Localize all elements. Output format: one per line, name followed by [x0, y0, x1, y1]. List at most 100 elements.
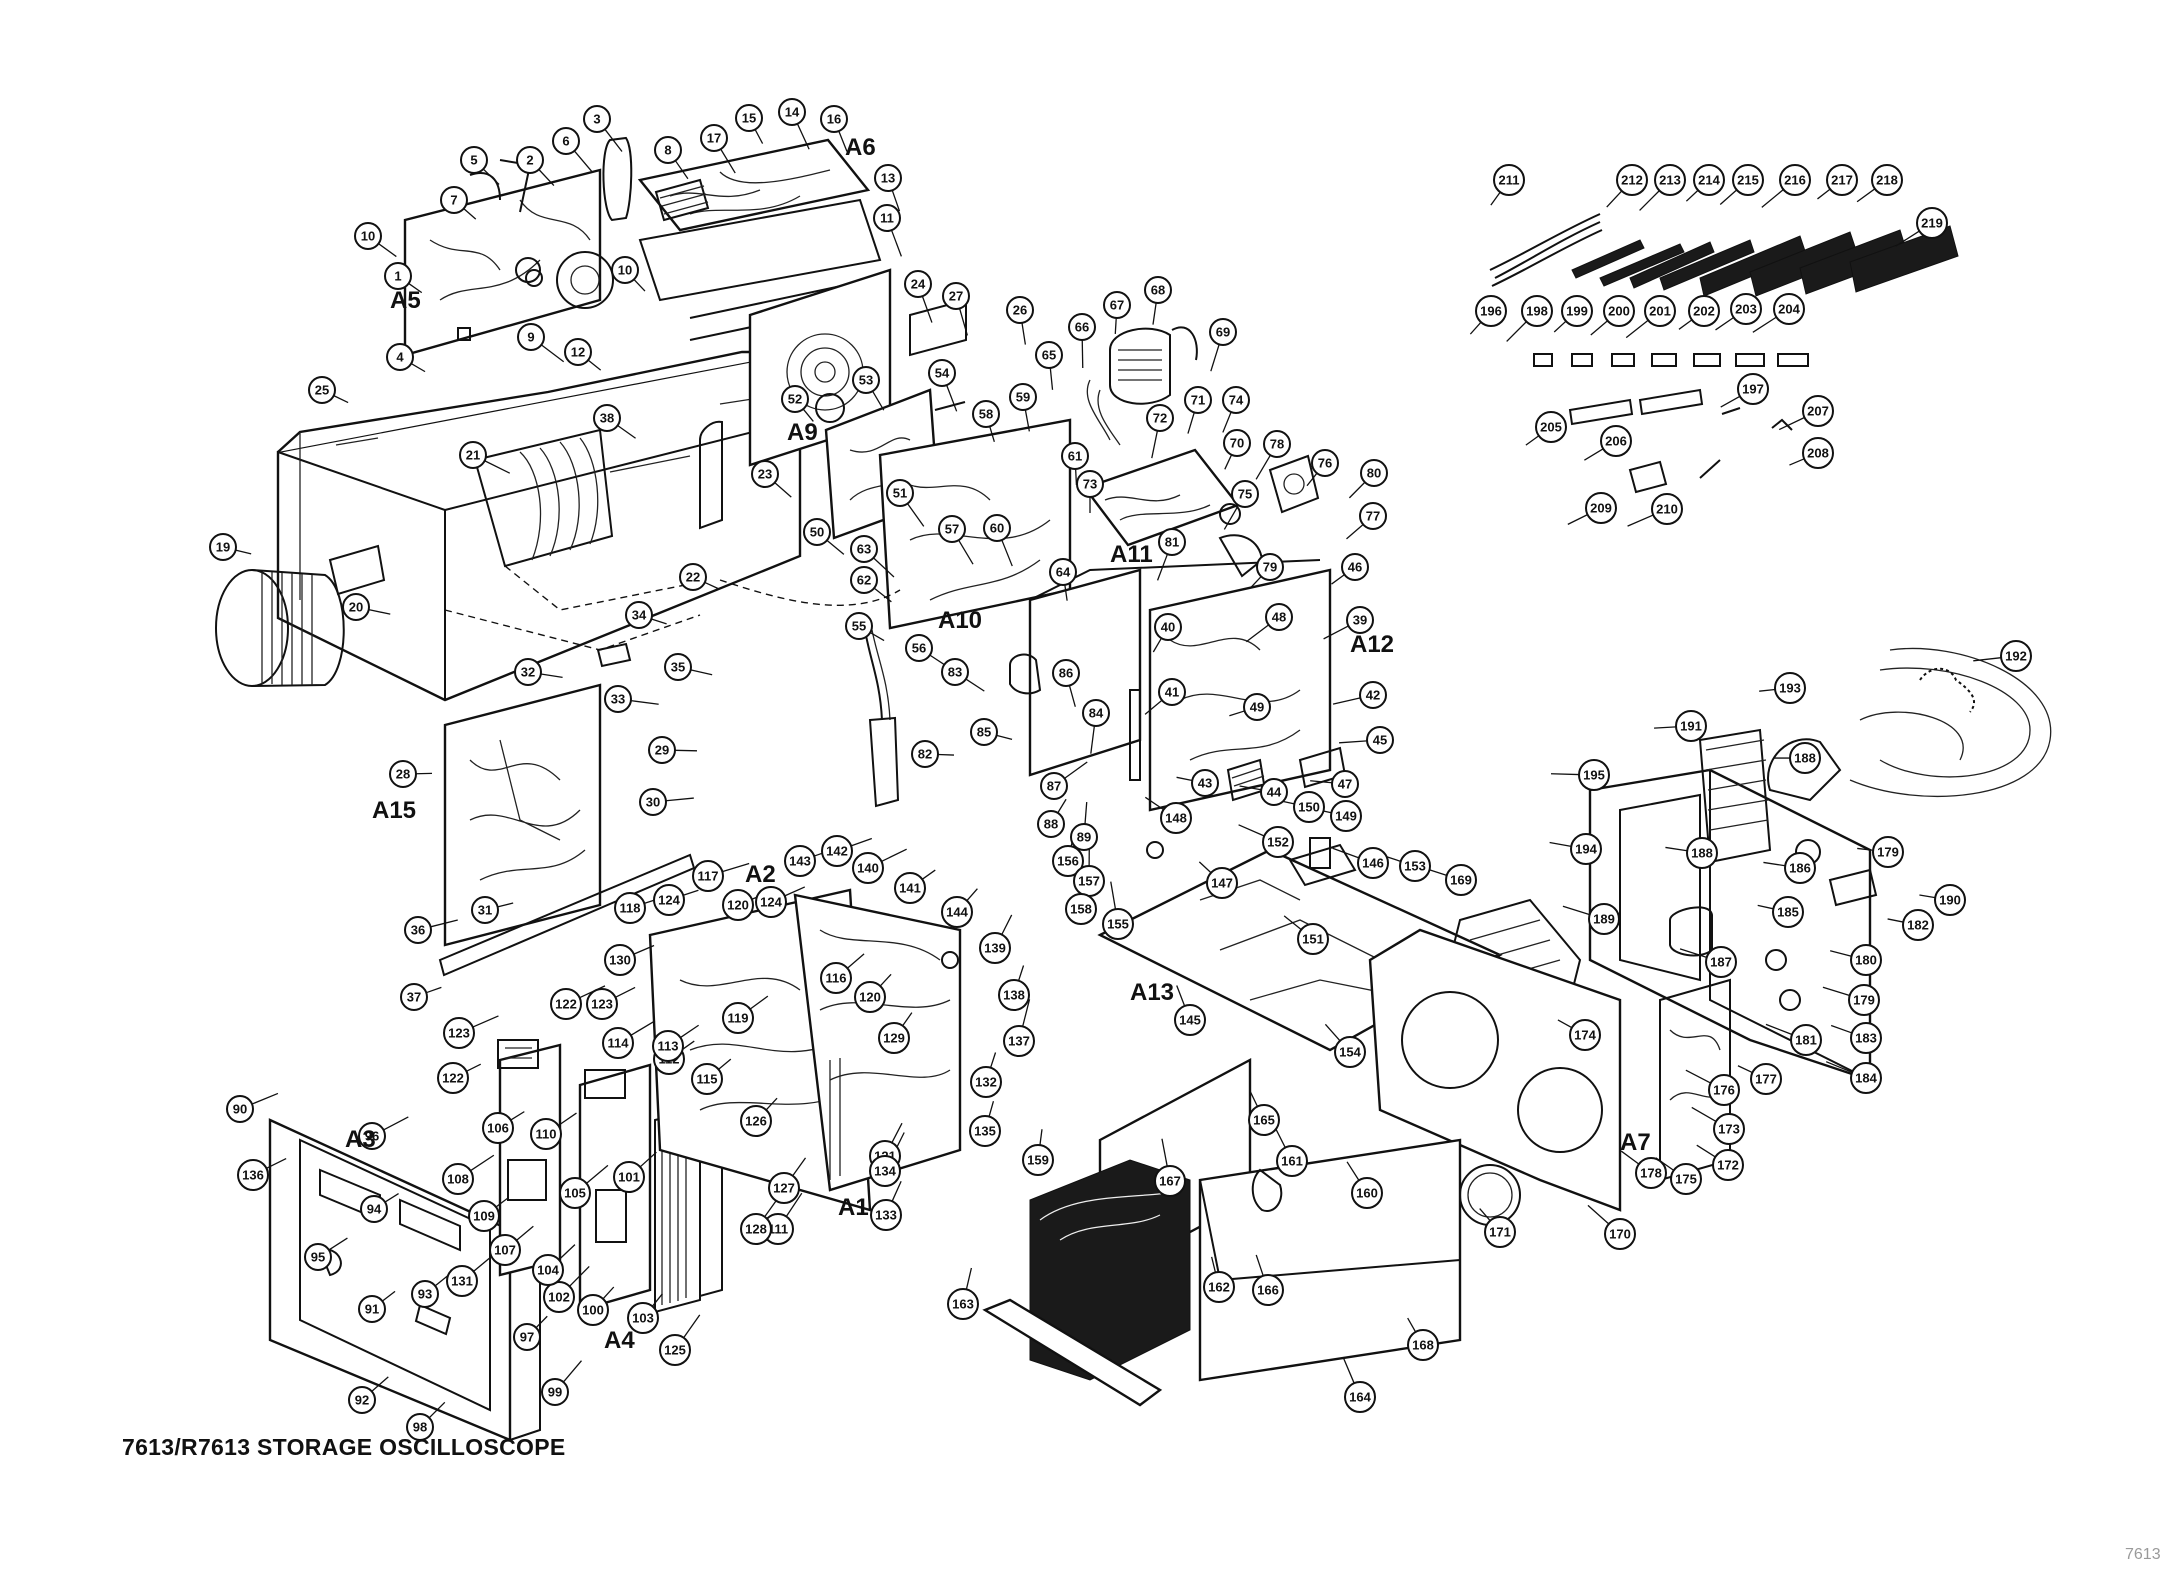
callout-bubble	[852, 852, 884, 884]
leader-line	[1778, 416, 1805, 431]
callout-101: 101	[613, 1161, 645, 1193]
callout-bubble	[489, 1234, 521, 1266]
leader-line	[1857, 847, 1874, 851]
callout-bubble	[1670, 1163, 1702, 1195]
assembly-label-a4: A4	[604, 1327, 635, 1354]
callout-number: 1	[394, 269, 401, 284]
leader-line	[1144, 796, 1164, 811]
callout-bubble	[1191, 769, 1219, 797]
callout-number: 190	[1939, 893, 1961, 908]
callout-bubble	[513, 1323, 541, 1351]
callout-104: 104	[532, 1254, 564, 1286]
leader-line	[1021, 322, 1027, 345]
callout-number: 106	[487, 1121, 509, 1136]
callout-135: 135	[969, 1115, 1001, 1147]
leader-line	[1719, 189, 1738, 205]
leader-line	[1691, 1106, 1717, 1123]
callout-number: 72	[1153, 411, 1167, 426]
callout-number: 131	[451, 1274, 473, 1289]
callout-129: 129	[878, 1022, 910, 1054]
callout-bubble	[1521, 295, 1553, 327]
leader-line	[1553, 320, 1567, 333]
callout-number: 206	[1605, 434, 1627, 449]
callout-52: 52	[781, 385, 809, 413]
callout-41: 41	[1158, 678, 1186, 706]
callout-number: 192	[2005, 649, 2027, 664]
callout-bubble	[659, 1334, 691, 1366]
callout-132: 132	[970, 1066, 1002, 1098]
callout-89: 89	[1070, 823, 1098, 851]
callout-bubble	[1070, 823, 1098, 851]
callout-number: 88	[1044, 817, 1058, 832]
leader-line	[683, 889, 699, 896]
callout-bubble	[625, 601, 653, 629]
callout-bubble	[820, 962, 852, 994]
callout-143: 143	[784, 845, 816, 877]
callout-number: 68	[1151, 283, 1165, 298]
callout-122: 122	[550, 988, 582, 1020]
callout-167: 167	[1154, 1165, 1186, 1197]
callout-number: 156	[1057, 854, 1079, 869]
leader-line	[958, 539, 974, 565]
callout-number: 2	[526, 153, 533, 168]
callout-number: 116	[826, 971, 847, 986]
callout-number: 85	[977, 725, 991, 740]
callout-bubble	[1934, 884, 1966, 916]
assembly-label-a7: A7	[1620, 1129, 1651, 1156]
leader-line	[1715, 316, 1735, 331]
callout-188: 188	[1686, 837, 1718, 869]
leader-line	[378, 243, 397, 258]
callout-bubble	[1248, 1104, 1280, 1136]
leader-line	[1765, 1023, 1793, 1036]
callout-95: 95	[304, 1243, 332, 1271]
callout-bubble	[904, 270, 932, 298]
callout-number: 92	[355, 1393, 369, 1408]
callout-116: 116	[820, 962, 852, 994]
callout-124: 124	[755, 886, 787, 918]
leader-line	[1737, 1065, 1753, 1074]
line-cord	[1767, 647, 2052, 907]
callout-number: 94	[367, 1202, 382, 1217]
callout-number: 211	[1499, 173, 1520, 188]
callout-bubble	[1265, 603, 1293, 631]
callout-bubble	[1569, 1019, 1601, 1051]
callout-28: 28	[389, 760, 417, 788]
callout-188: 188	[1789, 742, 1821, 774]
callout-76: 76	[1311, 449, 1339, 477]
leader-line	[1856, 188, 1876, 203]
callout-number: 6	[562, 134, 569, 149]
leader-line	[381, 1290, 396, 1302]
leader-line	[838, 130, 848, 152]
leader-line	[1696, 1144, 1716, 1158]
leader-line	[510, 1111, 525, 1121]
callout-bubble	[1222, 386, 1250, 414]
callout-88: 88	[1037, 810, 1065, 838]
callout-43: 43	[1191, 769, 1219, 797]
callout-bubble	[878, 1022, 910, 1054]
callout-bubble	[1774, 672, 1806, 704]
callout-25: 25	[308, 376, 336, 404]
callout-107: 107	[489, 1234, 521, 1266]
callout-37: 37	[400, 983, 428, 1011]
callout-bubble	[1644, 295, 1676, 327]
callout-number: 83	[948, 665, 962, 680]
callout-60: 60	[983, 514, 1011, 542]
callout-bubble	[700, 124, 728, 152]
callout-number: 10	[618, 263, 632, 278]
callout-105: 105	[559, 1177, 591, 1209]
callout-bubble	[226, 1095, 254, 1123]
callout-number: 31	[478, 903, 492, 918]
callout-bubble	[1346, 606, 1374, 634]
callout-87: 87	[1040, 772, 1068, 800]
callout-bubble	[308, 376, 336, 404]
callout-number: 78	[1270, 437, 1284, 452]
leader-line	[785, 1192, 803, 1217]
callout-bubble	[1712, 1149, 1744, 1181]
callout-bubble	[1713, 1113, 1745, 1145]
callout-214: 214	[1693, 164, 1725, 196]
callout-bubble	[1675, 710, 1707, 742]
leader-line	[1759, 688, 1776, 692]
callout-number: 49	[1250, 700, 1264, 715]
callout-bubble	[691, 1063, 723, 1095]
